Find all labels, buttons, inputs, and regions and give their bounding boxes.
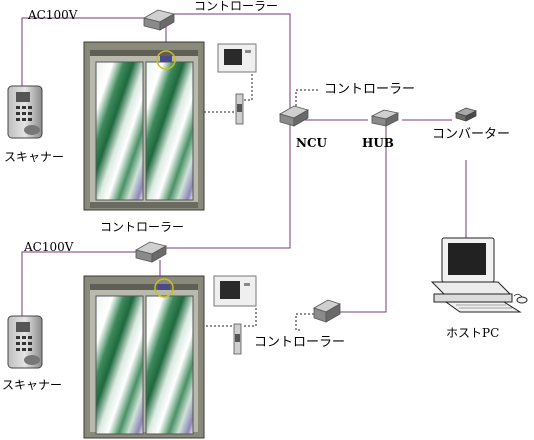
door-top: [83, 41, 205, 211]
host-pc-icon: [430, 237, 528, 313]
card-reader-icon: [217, 43, 257, 73]
electric-lock-icon: [156, 50, 176, 70]
converter-label: コンバーター: [432, 127, 511, 142]
converter-icon: [454, 107, 478, 122]
controller-label-middle: コントローラー: [100, 220, 185, 234]
door-sensor-icon: [235, 93, 244, 125]
wiring: [21, 13, 467, 320]
controller-box-icon: [134, 241, 168, 263]
ncu-label: NCU: [296, 136, 327, 150]
ac-power-label-bottom: AC100V: [24, 240, 74, 254]
controller-label-top: コントローラー: [194, 0, 279, 13]
electric-lock-icon: [154, 278, 174, 298]
host-pc-label: ホストPC: [446, 326, 500, 340]
ncu-device-icon: [278, 105, 310, 127]
fingerprint-scanner-icon: [7, 85, 43, 139]
door-bottom: [83, 275, 205, 439]
hub-label: HUB: [362, 136, 394, 150]
scanner-label-bottom: スキャナー: [2, 378, 63, 392]
door-sensor-icon: [233, 323, 242, 355]
scanner-label-top: スキャナー: [4, 150, 65, 164]
controller-box-icon: [142, 9, 176, 31]
hub-device-icon: [370, 109, 400, 127]
card-reader-icon: [213, 275, 257, 307]
ac-power-label-top: AC100V: [28, 8, 78, 22]
controller-box-icon: [313, 299, 341, 323]
fingerprint-scanner-icon: [7, 315, 43, 369]
controller-label-bottom: コントローラー: [254, 335, 346, 350]
controller-label-network: コントローラー: [324, 82, 416, 97]
